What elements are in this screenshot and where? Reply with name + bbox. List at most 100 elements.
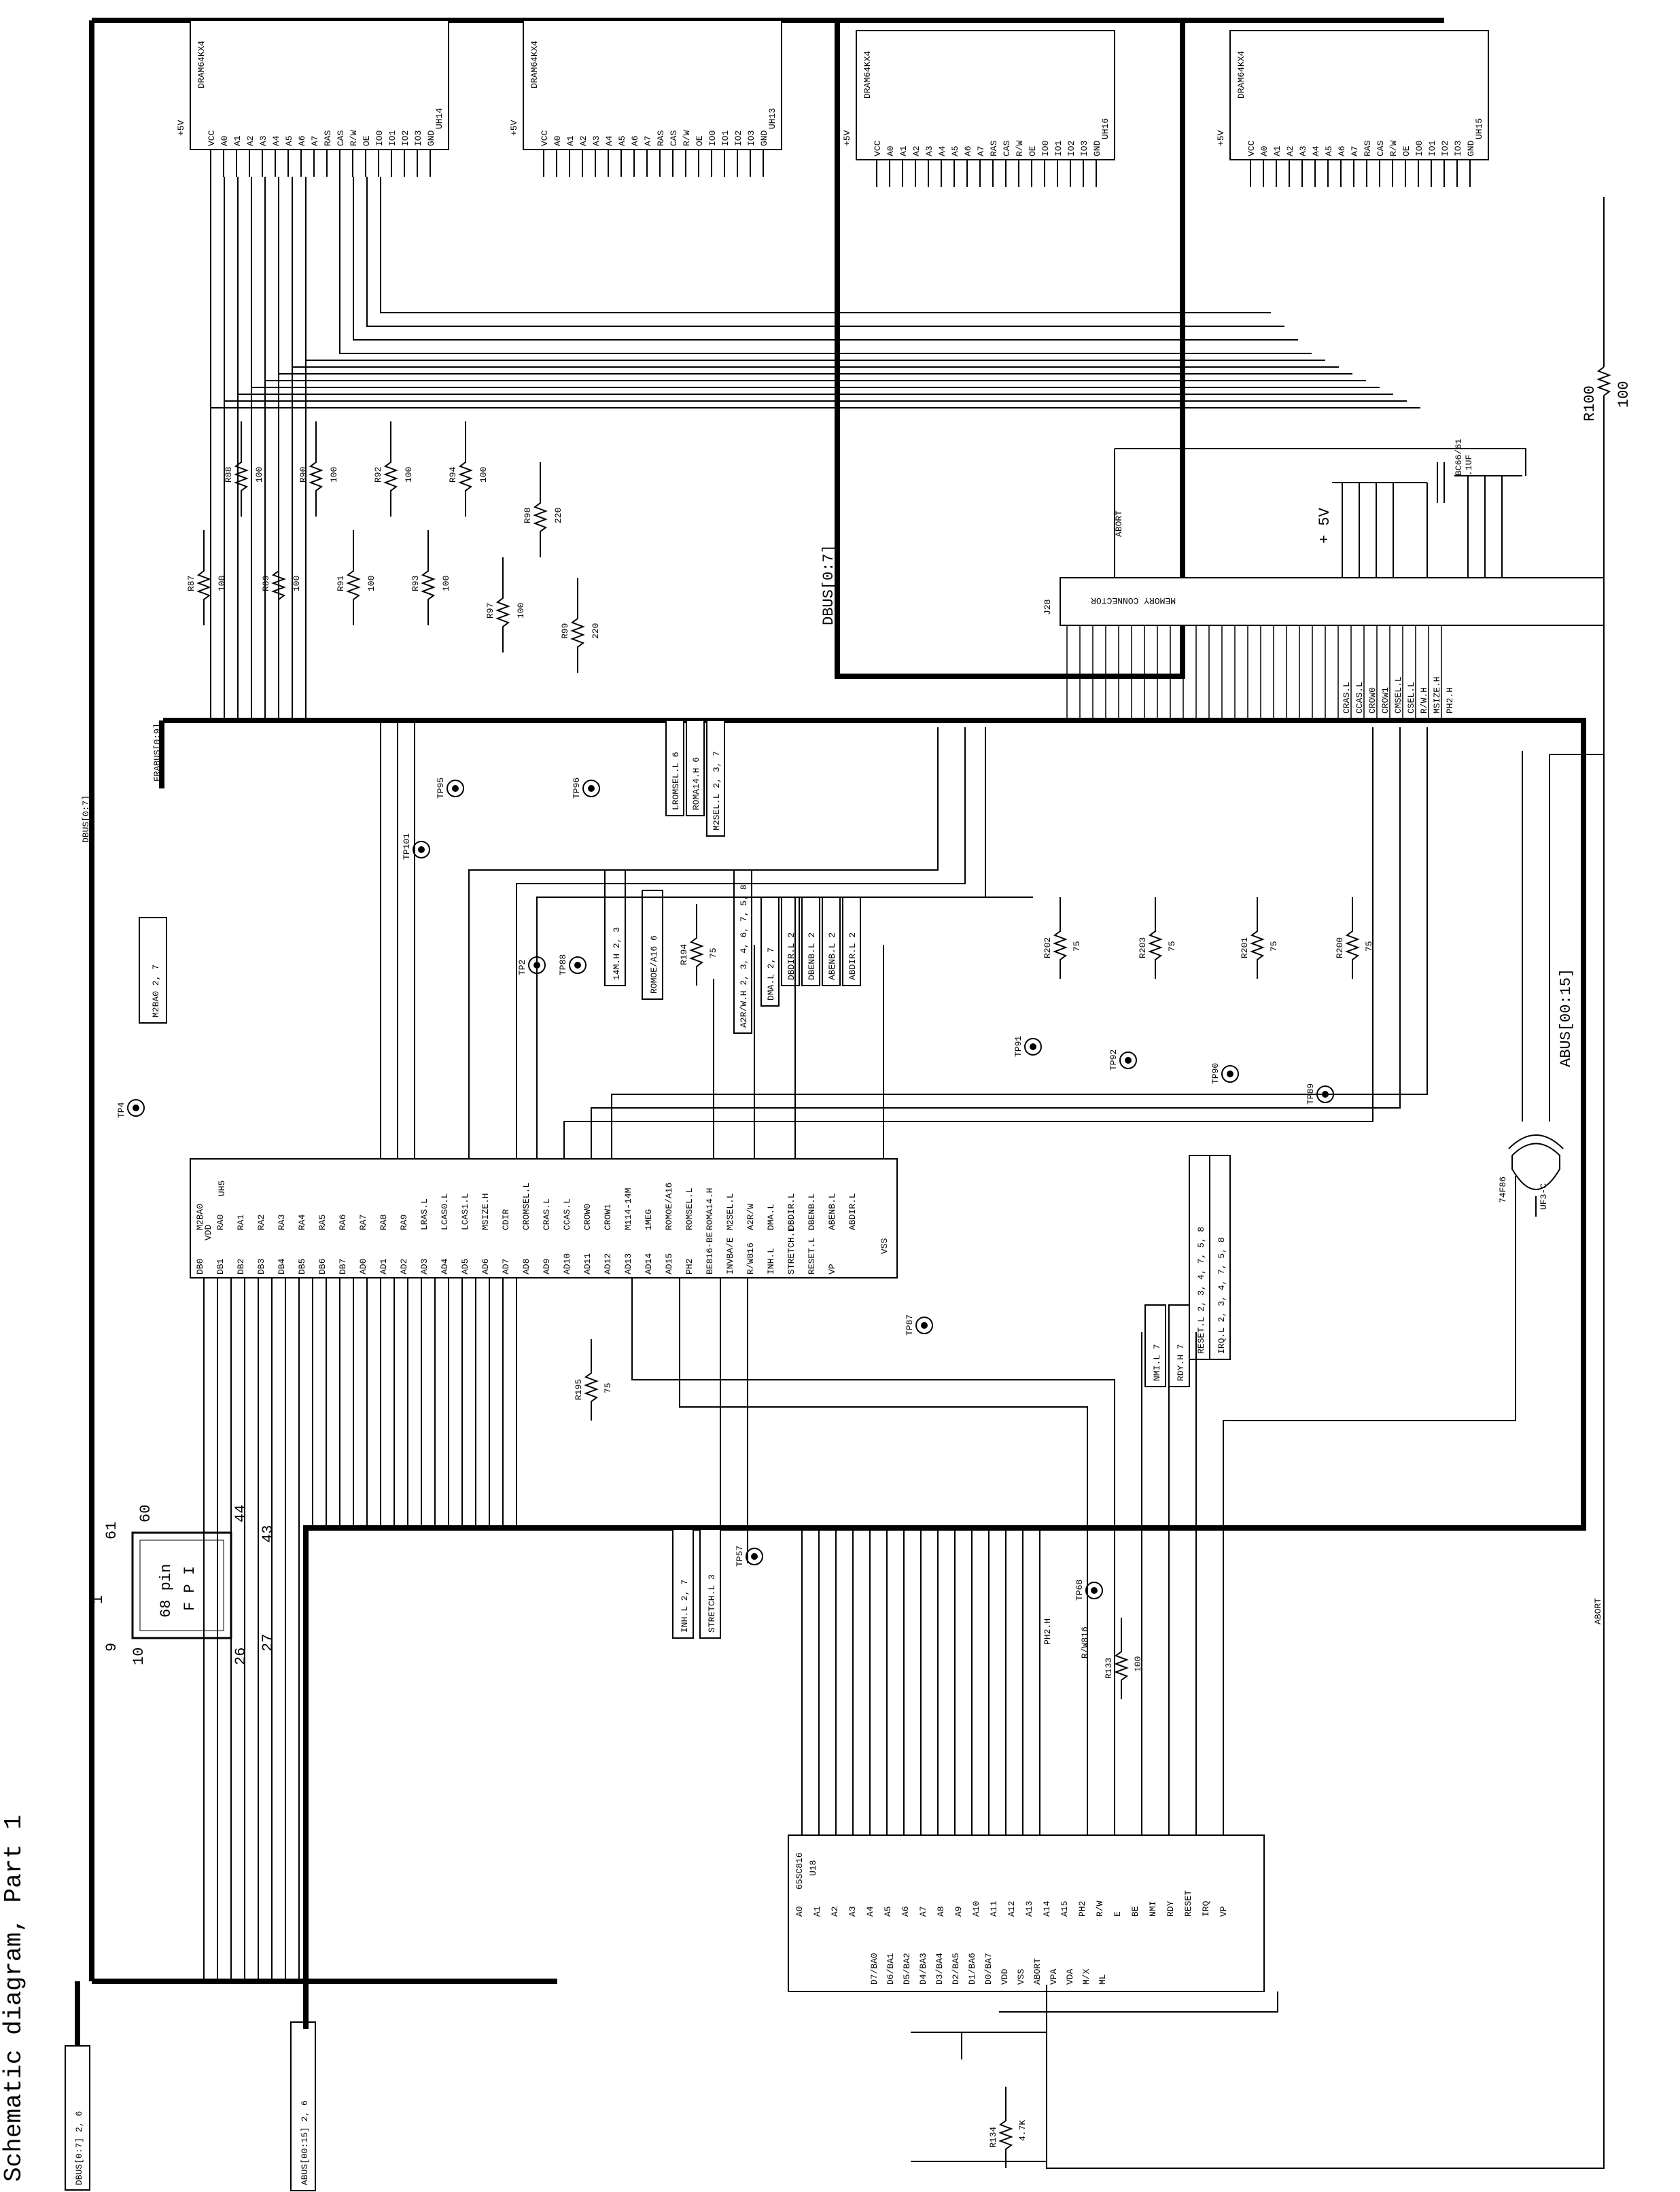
net-flag-label: M2BA0 2, 7 (151, 964, 161, 1017)
net-flag-label: A2R/W.H 2, 3, 4, 6, 7, 5, 8 (739, 884, 749, 1028)
dram-pin-label: A2 (578, 135, 589, 146)
u4-right-pin: RA7 (358, 1215, 368, 1230)
u4-right-pin: CRAS.L (542, 1198, 552, 1230)
test-point-label: TP88 (558, 954, 568, 975)
u18-left-pin: D5/BA2 (902, 1953, 912, 1985)
dram-pin-label: R/W (1015, 140, 1025, 156)
test-point-label: TP91 (1013, 1036, 1023, 1057)
dram-pin-label: A2 (1285, 145, 1295, 156)
svg-text:44: 44 (232, 1505, 249, 1523)
u4-right-pin: CDIR (501, 1209, 511, 1230)
u4-left-pin: PH2 (684, 1259, 695, 1274)
svg-text:U18: U18 (808, 1860, 818, 1876)
net-flag: DMA.L 2, 7 (760, 897, 780, 1007)
resistor-ref: R90 (298, 467, 309, 483)
u4-right-pin: DBDIR.L (786, 1193, 797, 1230)
dram-pin-label: IO1 (387, 130, 398, 146)
dram-pin-label: VCC (540, 130, 550, 146)
svg-text:+ 5V: + 5V (1316, 507, 1333, 544)
u4-right-pin: LRAS.L (419, 1198, 430, 1230)
resistor-ref: R202 (1043, 937, 1053, 958)
offpage-abus: ABUS[00:15] 2, 6 (290, 2021, 316, 2191)
xor-gate-uf3c: 74F86 UF3-C (1498, 751, 1564, 1217)
resistor-value: 75 (1269, 941, 1279, 952)
dram-pin-label: RAS (989, 140, 999, 156)
connector-power: + 5V BC66/61 .1UF ABORT (1114, 438, 1526, 578)
svg-text:R100: R100 (1581, 385, 1598, 421)
dram-pin-label: VCC (207, 130, 217, 146)
net-flag-label: LROMSEL.L 6 (671, 752, 681, 810)
dram-part-label: DRAM64KX4 (196, 41, 207, 88)
test-point: TP68 (1074, 1580, 1103, 1601)
dram-pin-label: A1 (232, 135, 243, 146)
dram-pin-label: R/W (1388, 140, 1399, 156)
resistor-ref: R92 (373, 467, 383, 483)
svg-text:ABUS[00:15] 2, 6: ABUS[00:15] 2, 6 (300, 2100, 310, 2185)
data-bus-lines (75, 18, 1586, 2046)
u18-left-pin: D1/BA6 (967, 1953, 977, 1985)
dram-pin-label: IO3 (1079, 141, 1089, 156)
resistor-ref: R94 (448, 466, 458, 483)
connector-signal: CCAS.L (1354, 682, 1365, 714)
dram-pin-label: A3 (591, 135, 601, 146)
u18-right-pin: BE (1130, 1906, 1140, 1917)
u4-right-pin: CROW0 (582, 1204, 593, 1230)
net-flag: STRETCH.L 3 (699, 1529, 721, 1639)
u18-right-pin: A14 (1042, 1900, 1052, 1917)
u4-left-pin: AD12 (603, 1253, 613, 1274)
u18-right-pin: IRQ (1201, 1900, 1211, 1917)
net-flag-label: ABDIR.L 2 (847, 933, 858, 980)
u4-left-pin: STRETCH.L (786, 1227, 797, 1274)
resistor-value: 75 (1364, 941, 1374, 952)
dram-pin-label: IO0 (374, 131, 385, 146)
dbus-label: DBUS[0:7] (820, 544, 837, 625)
u4-left-pin: AD6 (480, 1259, 491, 1274)
dram-pin-label: A2 (245, 135, 256, 146)
connector-signal: CMSEL.L (1393, 676, 1403, 714)
test-point: TP2 (517, 956, 546, 975)
resistor-ref: R89 (261, 576, 271, 591)
dram-pin-label: R/W (349, 130, 359, 146)
u4-left-pin: DB0 (195, 1259, 205, 1274)
resistor-value: 100 (441, 576, 451, 591)
u18-right-pin: R/W (1095, 1900, 1105, 1917)
net-flag: DBENB.L 2 (801, 897, 820, 986)
u18-right-pin: A8 (936, 1906, 946, 1917)
u4-right-pin: CROMSEL.L (521, 1183, 531, 1230)
test-point: TP57 (735, 1546, 763, 1567)
net-flag: A2R/W.H 2, 3, 4, 6, 7, 5, 8 (733, 869, 752, 1034)
net-flag: NMI.L 7 (1144, 1304, 1166, 1387)
u4-left-pin: AD4 (440, 1258, 450, 1274)
svg-text:60: 60 (137, 1505, 154, 1523)
test-point-label: TP4 (116, 1102, 126, 1118)
test-point: TP96 (572, 778, 600, 799)
resistor-value: 100 (292, 576, 302, 591)
resistor-value: 100 (516, 603, 526, 619)
u4-left-pin: AD5 (460, 1259, 470, 1274)
net-flag: IRQ.L 2, 3, 4, 7, 5, 8 (1209, 1155, 1231, 1360)
net-flag: LROMSEL.L 6 (665, 720, 684, 816)
u4-left-pin: AD2 (399, 1259, 409, 1274)
u4-left-pin: INH.L (766, 1248, 776, 1274)
net-flag-label: NMI.L 7 (1152, 1344, 1162, 1381)
u18-right-pin: RDY (1166, 1900, 1176, 1917)
resistor-ref: R203 (1138, 937, 1148, 958)
net-flag-label: IRQ.L 2, 3, 4, 7, 5, 8 (1217, 1237, 1227, 1354)
dram-pin-label: A0 (220, 135, 230, 146)
net-flag: 14M.H 2, 3 (604, 869, 626, 986)
connector-signal: MSIZE.H (1432, 676, 1442, 714)
dram-ref-label: UH15 (1474, 118, 1484, 139)
offpage-dbus: DBUS[0:7] 2, 6 (65, 2045, 90, 2191)
u4-left-pin: DB4 (277, 1258, 287, 1274)
svg-text:1: 1 (90, 1595, 107, 1604)
dram-pin-label: IO2 (1066, 141, 1077, 156)
net-flag-label: INH.L 2, 7 (680, 1580, 690, 1633)
u4-left-pin: AD1 (379, 1258, 389, 1274)
u18-right-pin: A5 (883, 1906, 893, 1917)
dram-pin-label: IO2 (400, 131, 410, 146)
net-flag-label: 14M.H 2, 3 (612, 927, 622, 980)
